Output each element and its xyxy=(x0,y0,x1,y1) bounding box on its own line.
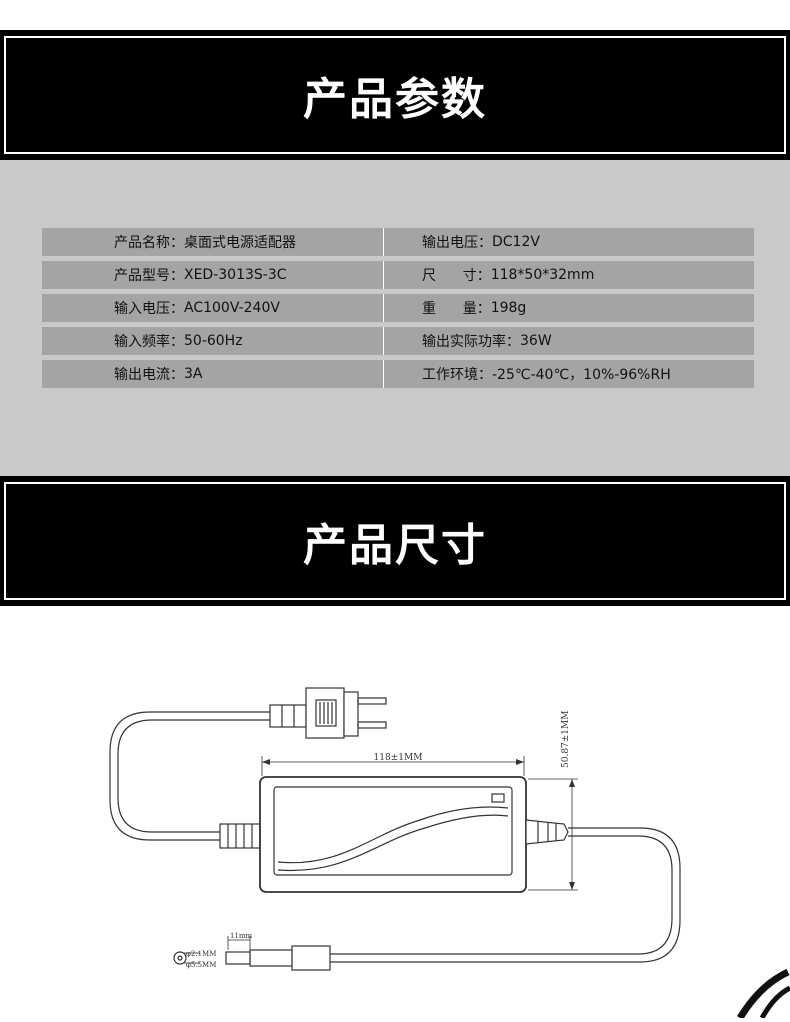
right-strain-relief xyxy=(525,819,569,845)
spec-value: 198g xyxy=(490,300,527,316)
plug-housing xyxy=(343,691,359,737)
spec-cell-left: 产品名称：桌面式电源适配器 xyxy=(42,228,384,256)
spec-label: 产品名称： xyxy=(114,235,184,251)
spec-value: XED-3013S-3C xyxy=(184,267,287,283)
spec-row: 输入电压：AC100V-240V 重 量：198g xyxy=(42,294,754,322)
spec-row: 输入频率：50-60Hz 输出实际功率：36W xyxy=(42,327,754,355)
dc-plug-boot xyxy=(291,945,331,971)
plug-boot xyxy=(269,704,307,728)
dc-end-view-outer xyxy=(173,951,187,965)
spec-label: 输出实际功率： xyxy=(422,334,520,350)
spec-cell-left: 输出电流：3A xyxy=(42,360,384,388)
dc-end-view-inner xyxy=(177,955,183,961)
outer-diameter-label: φ5.5MM xyxy=(186,961,216,969)
spec-label: 输出电流： xyxy=(114,367,184,383)
spec-value: AC100V-240V xyxy=(184,300,280,316)
plug-prong-top xyxy=(357,697,387,705)
spec-table: 产品名称：桌面式电源适配器 输出电压：DC12V 产品型号：XED-3013S-… xyxy=(42,228,754,393)
plug-prong-bottom xyxy=(357,721,387,729)
dc-cable xyxy=(330,827,681,963)
spec-cell-right: 重 量：198g xyxy=(384,294,754,322)
spec-cell-left: 输入电压：AC100V-240V xyxy=(42,294,384,322)
cable-coil-photo xyxy=(737,968,790,1020)
ac-cable-inner xyxy=(117,719,270,833)
spec-value: DC12V xyxy=(492,234,540,250)
dc-plug-barrel xyxy=(249,949,293,967)
spec-cell-left: 产品型号：XED-3013S-3C xyxy=(42,261,384,289)
spec-value: 118*50*32mm xyxy=(490,267,595,283)
dims-banner: 产品尺寸 xyxy=(0,476,790,606)
wave-line-1 xyxy=(277,806,509,864)
spec-label: 输入电压： xyxy=(114,301,184,317)
spec-cell-right: 输出实际功率：36W xyxy=(384,327,754,355)
height-dim-label: 50.87±1MM xyxy=(561,711,571,768)
spec-value: 桌面式电源适配器 xyxy=(184,235,296,251)
wave-line-2 xyxy=(277,814,509,872)
adapter-line-drawing: 118±1MM 50.87±1MM 11mm φ2.1MM φ5.5MM xyxy=(109,687,790,1020)
spec-value: 36W xyxy=(520,333,552,349)
spec-cell-left: 输入频率：50-60Hz xyxy=(42,327,384,355)
dimension-drawing: 118±1MM 50.87±1MM 11mm φ2.1MM φ5.5MM xyxy=(0,606,790,1020)
indicator-led xyxy=(491,793,505,803)
dc-cable-inner xyxy=(330,835,673,955)
spec-label: 输出电压： xyxy=(422,235,492,251)
spec-value: 50-60Hz xyxy=(184,333,243,349)
spec-row: 产品名称：桌面式电源适配器 输出电压：DC12V xyxy=(42,228,754,256)
spec-row: 输出电流：3A 工作环境：-25℃-40℃，10%-96%RH xyxy=(42,360,754,388)
spec-cell-right: 输出电压：DC12V xyxy=(384,228,754,256)
spec-section: 产品名称：桌面式电源适配器 输出电压：DC12V 产品型号：XED-3013S-… xyxy=(0,160,790,476)
spec-cell-right: 尺 寸：118*50*32mm xyxy=(384,261,754,289)
left-strain-relief xyxy=(219,823,261,849)
adapter-panel xyxy=(273,786,513,876)
spec-label: 输入频率： xyxy=(114,334,184,350)
spec-row: 产品型号：XED-3013S-3C 尺 寸：118*50*32mm xyxy=(42,261,754,289)
params-banner-frame: 产品参数 xyxy=(4,36,786,154)
spec-cell-right: 工作环境：-25℃-40℃，10%-96%RH xyxy=(384,360,754,388)
spec-label: 尺 寸： xyxy=(422,268,491,284)
spec-value: 3A xyxy=(184,366,203,382)
plug-head xyxy=(305,687,345,739)
spec-label: 工作环境： xyxy=(422,367,492,383)
spec-label: 产品型号： xyxy=(114,268,184,284)
dc-plug-tip xyxy=(225,951,251,965)
params-section-title: 产品参数 xyxy=(303,74,487,125)
ac-cable xyxy=(109,711,270,841)
inner-diameter-label: φ2.1MM xyxy=(186,950,216,958)
dims-section-title: 产品尺寸 xyxy=(303,520,487,571)
dims-banner-frame: 产品尺寸 xyxy=(4,482,786,600)
spec-value: -25℃-40℃，10%-96%RH xyxy=(492,367,671,383)
plug-length-label: 11mm xyxy=(230,932,253,940)
params-banner: 产品参数 xyxy=(0,30,790,160)
spec-label: 重 量： xyxy=(422,301,491,317)
width-dim-label: 118±1MM xyxy=(374,753,423,763)
